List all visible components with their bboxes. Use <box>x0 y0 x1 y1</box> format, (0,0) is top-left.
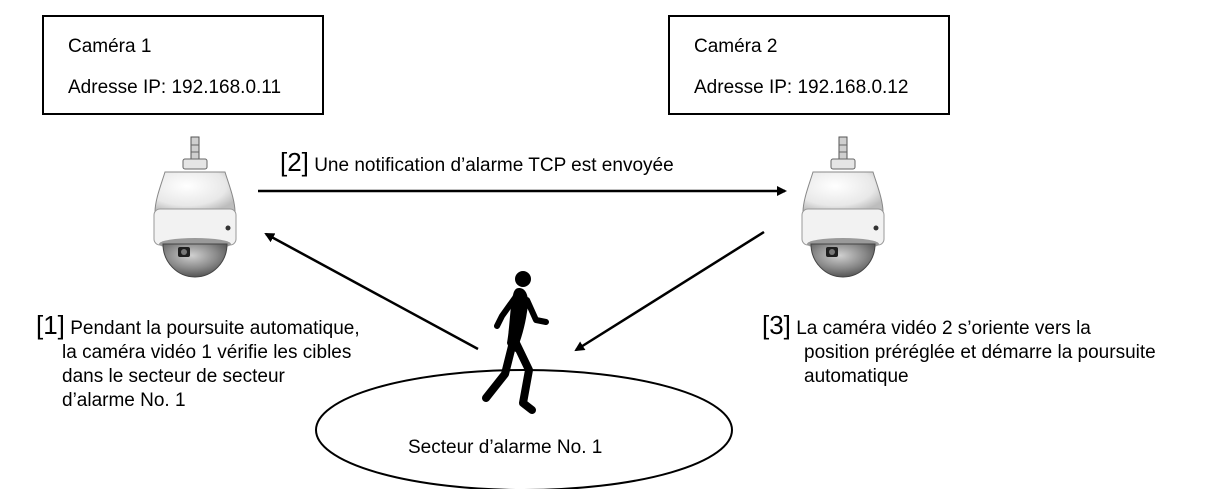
arrow-target-to-camera1 <box>264 232 479 351</box>
step-3-line: automatique <box>804 366 909 387</box>
camera-2-icon <box>801 136 885 278</box>
step-1-number: [1] <box>36 310 65 340</box>
alarm-sector-label: Secteur d’alarme No. 1 <box>408 437 603 458</box>
camera-1-name: Caméra 1 <box>68 36 152 57</box>
step-1-line: dans le secteur de secteur <box>62 366 285 387</box>
camera-2-info-box: Caméra 2 Adresse IP: 192.168.0.12 <box>668 15 950 115</box>
step-3-number: [3] <box>762 310 791 340</box>
camera-2-ip: Adresse IP: 192.168.0.12 <box>694 77 909 98</box>
step-2-text: Une notification d’alarme TCP est envoyé… <box>314 155 674 176</box>
step-1-line: d’alarme No. 1 <box>62 390 186 411</box>
camera-2-name: Caméra 2 <box>694 36 778 57</box>
step-2-label: [2] Une notification d’alarme TCP est en… <box>280 147 674 178</box>
arrow-camera2-to-target <box>574 230 765 352</box>
step-3-line: position préréglée et démarre la poursui… <box>804 342 1156 363</box>
camera-1-ip: Adresse IP: 192.168.0.11 <box>68 77 282 98</box>
camera-1-icon <box>153 136 237 278</box>
running-person-icon <box>482 271 549 414</box>
step-3-label: [3] La caméra vidéo 2 s’oriente vers la … <box>762 310 1156 389</box>
step-1-line: Pendant la poursuite automatique, <box>70 318 360 339</box>
alarm-sector-ellipse <box>315 369 733 489</box>
camera-1-info-box: Caméra 1 Adresse IP: 192.168.0.11 <box>42 15 324 115</box>
step-1-line: la caméra vidéo 1 vérifie les cibles <box>62 342 352 363</box>
step-1-label: [1] Pendant la poursuite automatique, la… <box>36 310 360 413</box>
step-3-line: La caméra vidéo 2 s’oriente vers la <box>796 318 1091 339</box>
step-2-number: [2] <box>280 147 309 177</box>
